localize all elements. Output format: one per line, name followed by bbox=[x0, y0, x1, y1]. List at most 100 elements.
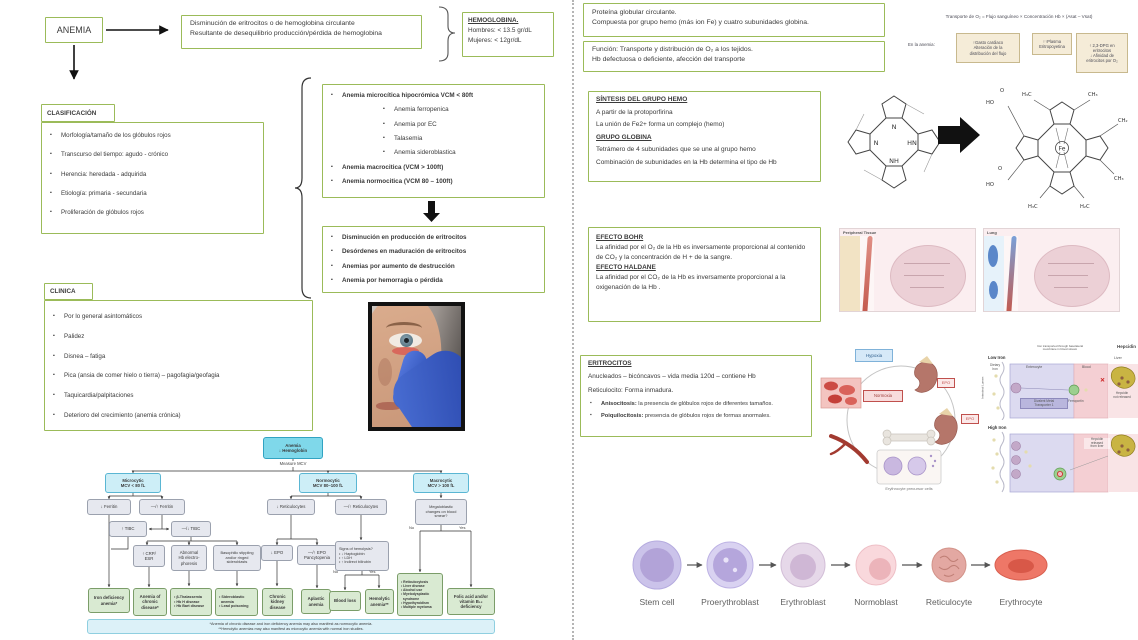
flowchart-connectors bbox=[107, 459, 473, 591]
svg-text:HO: HO bbox=[986, 100, 994, 106]
sintesis-heading: SÍNTESIS DEL GRUPO HEMO bbox=[596, 96, 688, 103]
svg-text:O: O bbox=[998, 166, 1002, 172]
flow-node-tibc-high: ↑ TIBC bbox=[109, 521, 147, 537]
svg-text:H₂C: H₂C bbox=[1080, 204, 1090, 210]
flow-node-anemia: Anemia ↓ Hemoglobin bbox=[263, 437, 323, 459]
rbc-ellipse bbox=[1034, 245, 1110, 307]
flow-node-microcytic: Microcytic MCV < 80 fL bbox=[105, 473, 161, 493]
svg-text:CH₂: CH₂ bbox=[1118, 118, 1128, 124]
heme-structure: Fe O HO H₃C CH₃ CH₂ CH₃ H₃C H₂C HO O bbox=[986, 88, 1128, 210]
list-item: Transcurso del tiempo: agudo - crónico bbox=[48, 151, 257, 159]
sintesis-line: Combinación de subunidades en la Hb dete… bbox=[596, 158, 777, 166]
clinica-title: CLINICA bbox=[50, 288, 76, 295]
panel-title: Lung bbox=[987, 230, 997, 235]
mecanismos-box: Disminución en producción de eritrocitos… bbox=[322, 226, 545, 293]
low-iron-label: Low Iron bbox=[988, 355, 1006, 360]
hemoglobina-hombres: Hombres: < 13.5 gr/dL bbox=[468, 26, 532, 34]
flow-node-macrocytic-nonmegaloblastic: • Reticulocytosis • Liver disease • Alco… bbox=[397, 573, 443, 616]
epo-cycle-art bbox=[820, 356, 958, 485]
flow-node-folate-b12-deficiency: Folic acid and/or vitamin B₁₂ deficiency bbox=[447, 588, 495, 615]
svg-text:CH₃: CH₃ bbox=[1088, 92, 1098, 98]
efecto-bohr-box: EFECTO BOHR La afinidad por el O₂ de la … bbox=[588, 227, 821, 322]
flow-node-hemolysis-signs: Signs of hemolysis? • ↓ Haptoglobin • ↑ … bbox=[335, 541, 389, 571]
low-iron-panel: Low Iron Dietary Iron Enterocyte Blood D… bbox=[980, 355, 1138, 420]
epo-tag: EPO bbox=[937, 378, 955, 388]
svg-text:O: O bbox=[1000, 88, 1004, 94]
flow-label-no: No bbox=[409, 525, 415, 530]
bohr-heading: EFECTO BOHR bbox=[596, 234, 644, 241]
globina-heading: GRUPO GLOBINA bbox=[596, 133, 652, 141]
flow-node-ferritin-low: ↓ Ferritin bbox=[87, 499, 131, 515]
list-item: Herencia: heredada - adquirida bbox=[48, 171, 257, 179]
rbc-ellipse bbox=[890, 245, 966, 307]
svg-text:H₃C: H₃C bbox=[1028, 204, 1038, 210]
hepcidin-ferroportin-figure: Hepcidin Iron transported through basola… bbox=[980, 344, 1138, 496]
list-item: Disminución en producción de eritrocitos bbox=[329, 234, 538, 242]
anemia-effect-box-2: ↑↑Plasma Eritropoyetina bbox=[1032, 33, 1072, 55]
high-iron-label: High Iron bbox=[988, 425, 1007, 430]
flow-node-sideroblastic: • Sideroblastic anemia • Lead poisoning bbox=[215, 588, 258, 616]
list-item: Deterioro del crecimiento (anemia crónic… bbox=[51, 412, 306, 420]
enterocyte-label: Enterocyte bbox=[1026, 365, 1043, 369]
list-item: Anemias por aumento de destrucción bbox=[329, 263, 538, 271]
flow-node-iron-deficiency: Iron deficiency anemia* bbox=[88, 588, 130, 613]
proteina-box: Proteína globular circulante. Compuesta … bbox=[583, 3, 885, 37]
eyebrow bbox=[386, 322, 422, 334]
flow-node-reticulocytes-low: ↓ Reticulocytes bbox=[267, 499, 315, 515]
lips bbox=[376, 402, 402, 410]
flow-node-thalassemia: • β-Thalassemia • Hb H disease • Hb Bart… bbox=[170, 588, 212, 616]
stage-label: Erythrocyte bbox=[1000, 597, 1043, 607]
released-label: Hepcidin released from liver bbox=[1084, 437, 1110, 450]
flow-label-yes: Yes bbox=[459, 525, 466, 530]
eritrocitos-box: ERITROCITOS Anucleados – bicóncavos – vi… bbox=[580, 355, 812, 437]
flow-node-normocytic: Normocytic MCV 80–100 fL bbox=[299, 473, 357, 493]
bohr-text: La afinidad por el O₂ de la Hb es invers… bbox=[596, 244, 806, 262]
list-item: Poiquilocitosis: presencia de glóbulos r… bbox=[588, 413, 804, 420]
list-item: Anemia por hemorragia o pérdida bbox=[329, 277, 538, 285]
high-iron-panel: High Iron Hepcidin released from liver bbox=[986, 425, 1138, 496]
svg-text:HN: HN bbox=[907, 139, 917, 147]
stage-label: Erythroblast bbox=[780, 597, 826, 607]
definition-box: Disminución de eritrocitos o de hemoglob… bbox=[181, 15, 422, 49]
page-divider bbox=[572, 0, 574, 640]
flow-node-ferritin-normal: —/↑ Ferritin bbox=[139, 499, 185, 515]
nose-shadow bbox=[378, 358, 392, 386]
svg-text:H₃C: H₃C bbox=[1022, 92, 1032, 98]
list-item: Anemia por EC bbox=[381, 121, 538, 129]
not-released-label: Hepcidin not released bbox=[1113, 391, 1131, 399]
no-hepcidin-x: ✕ bbox=[1100, 378, 1106, 384]
alveolus-blob bbox=[988, 245, 998, 267]
svg-text:Fe: Fe bbox=[1059, 146, 1066, 153]
flow-node-crp-esr: ↑ CRP/ ESR bbox=[133, 545, 165, 567]
flow-node-epo-normal: —/↑ EPO Pancytopenia bbox=[297, 545, 337, 565]
flow-node-anemia-chronic-disease: Anemia of chronic disease* bbox=[133, 588, 167, 616]
sintesis-line: Tetrámero de 4 subunidades que se une al… bbox=[596, 146, 756, 153]
liver-label: Liver bbox=[1114, 356, 1122, 360]
flow-label-measure-mcv: Measure MCV bbox=[279, 461, 307, 466]
clasificacion-box: Morfología/tamaño de los glóbulos rojos … bbox=[41, 122, 264, 234]
list-item: Palidez bbox=[51, 333, 306, 341]
hypoxia-tag: Hypoxia bbox=[855, 349, 893, 362]
peripheral-tissue-panel: Peripheral Tissue bbox=[839, 228, 976, 312]
eritrocitos-heading: ERITROCITOS bbox=[588, 360, 632, 367]
erythropoiesis-stages: Stem cell Proerythroblast Erythroblast N… bbox=[632, 540, 1048, 607]
stage-label: Normoblast bbox=[854, 597, 898, 607]
clasificacion-tab: CLASIFICACIÓN bbox=[41, 104, 115, 122]
pupil bbox=[404, 338, 409, 343]
svg-text:N: N bbox=[874, 139, 879, 147]
clinica-tab: CLINICA bbox=[44, 283, 93, 300]
sintesis-line: A partir de la protoporfirina bbox=[596, 108, 673, 116]
flow-node-epo-low: ↓ EPO bbox=[261, 545, 293, 561]
epo-cycle-figure: Hypoxia Normoxia EPO EPO Erythrocyte pre… bbox=[815, 344, 983, 502]
low-iron-art bbox=[992, 361, 1138, 420]
o2-transport-figure: Transporte de O₂ = Flujo sanguíneo × Con… bbox=[890, 12, 1138, 76]
stage-label: Stem cell bbox=[640, 597, 675, 607]
funcion-box: Función: Transporte y distribución de O₂… bbox=[583, 41, 885, 72]
list-item: Proliferación de glóbulos rojos bbox=[48, 209, 257, 217]
flow-node-hemolytic-anemia: Hemolytic anemia** bbox=[365, 589, 394, 614]
flow-node-megaloblastic: Megaloblastic changes on blood smear? bbox=[415, 499, 467, 525]
flow-label-no: No bbox=[333, 569, 339, 574]
anemia-title-box: ANEMIA bbox=[45, 17, 103, 43]
